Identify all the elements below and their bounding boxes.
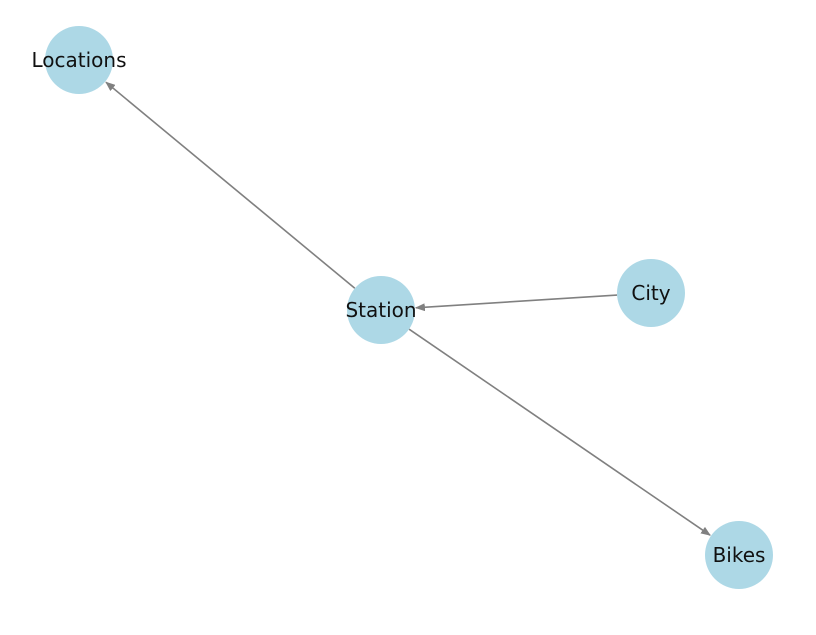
node-circle-bikes — [705, 521, 773, 589]
node-label-city: City — [631, 281, 670, 305]
edge-station-to-locations — [105, 81, 356, 289]
edges-layer — [105, 81, 711, 536]
node-locations: Locations — [31, 26, 127, 94]
node-circle-locations — [45, 26, 113, 94]
node-circle-station — [347, 276, 415, 344]
node-label-locations: Locations — [31, 48, 126, 72]
node-label-bikes: Bikes — [713, 543, 766, 567]
node-circle-city — [617, 259, 685, 327]
node-city: City — [617, 259, 685, 327]
node-label-station: Station — [345, 298, 416, 322]
node-bikes: Bikes — [705, 521, 773, 589]
node-station: Station — [345, 276, 417, 344]
edge-station-to-bikes — [408, 328, 711, 536]
edge-city-to-station — [414, 294, 618, 312]
